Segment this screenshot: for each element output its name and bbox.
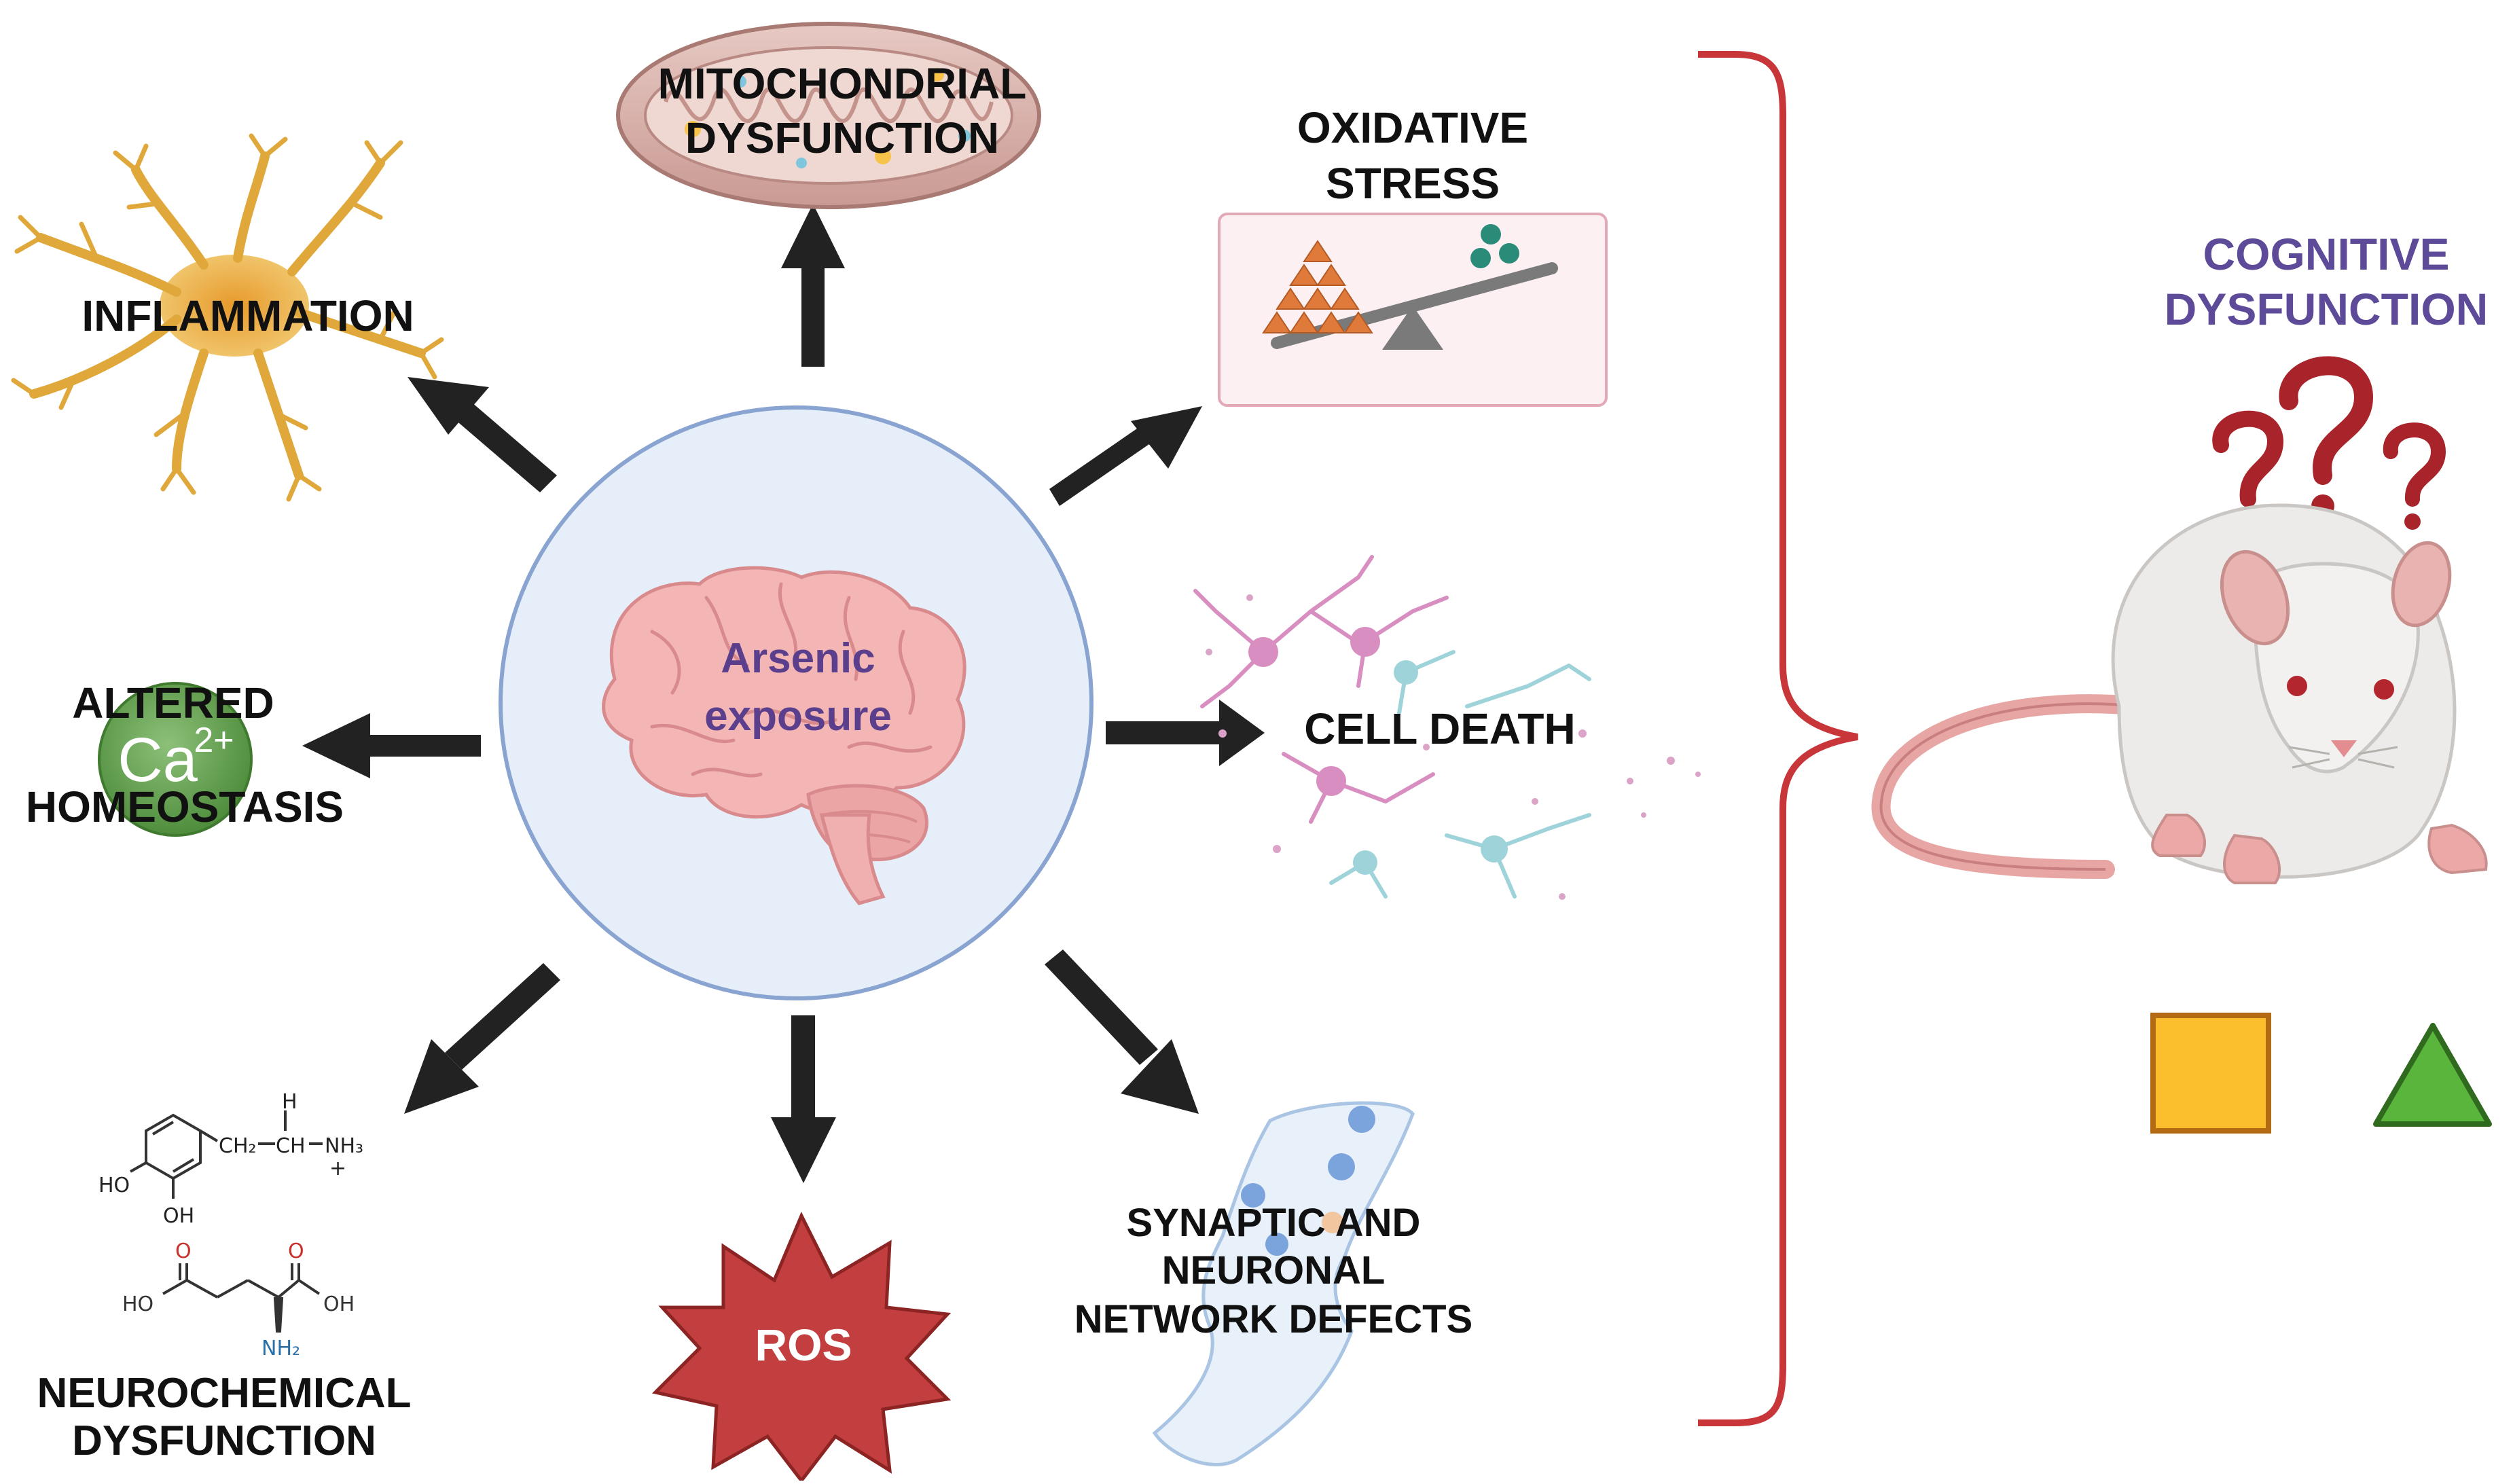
dopamine-oh: OH [163, 1204, 194, 1228]
dopamine-structure-icon [130, 1110, 323, 1199]
green-triangle-icon [2373, 1023, 2492, 1127]
arrow-to-inflammation [408, 377, 557, 492]
brain-icon [602, 566, 966, 905]
dopamine-plus: + [329, 1157, 346, 1180]
outcome-label-line2: DYSFUNCTION [2165, 284, 2489, 334]
synaptic-label-line3: NETWORK DEFECTS [1074, 1297, 1472, 1341]
glutamate-o1: O [175, 1239, 192, 1263]
calcium-label-line1: ALTERED [72, 678, 274, 727]
seesaw-icon [1218, 213, 1608, 407]
rat-icon [1871, 503, 2488, 884]
arrow-to-neurochemical [404, 963, 560, 1114]
calcium-label-line2: HOMEOSTASIS [26, 782, 344, 831]
synaptic-label-line1: SYNAPTIC AND [1127, 1201, 1421, 1245]
arrow-to-cell-death [1106, 700, 1265, 766]
neurochemical-label-line1: NEUROCHEMICAL [37, 1370, 411, 1417]
dopamine-ch2: CH₂ [219, 1134, 257, 1158]
dopamine-ho: HO [98, 1174, 130, 1197]
yellow-square-icon [2150, 1013, 2271, 1134]
oxidative-label-line1: OXIDATIVE [1297, 103, 1528, 152]
synapse-icon [1152, 1101, 1415, 1466]
mitochondria-icon [616, 22, 1041, 209]
arrows [302, 204, 1265, 1183]
calcium-ion-symbol: Ca [117, 725, 198, 795]
ros-label: ROS [755, 1320, 852, 1370]
inflammation-label: INFLAMMATION [82, 291, 414, 340]
grouping-brace [1698, 51, 1858, 1426]
glutamate-o2: O [288, 1239, 304, 1263]
question-marks-icon [2212, 356, 2446, 532]
astrocyte-icon [11, 133, 444, 502]
dopamine-nh3: NH₃ [325, 1134, 363, 1158]
arrow-to-oxidative [1049, 406, 1202, 506]
synaptic-label-line2: NEURONAL [1162, 1248, 1386, 1292]
dying-neurons-icon [1193, 555, 1701, 900]
arrow-to-calcium [302, 713, 481, 778]
center-node: Arsenic exposure [499, 405, 1093, 1000]
dopamine-h: H [282, 1090, 297, 1114]
arrow-to-synaptic [1045, 949, 1199, 1114]
dopamine-ch: CH [276, 1134, 306, 1158]
center-label-line1: Arsenic [721, 635, 875, 682]
calcium-ion-charge: 2+ [194, 721, 234, 760]
center-label-line2: exposure [704, 693, 892, 740]
calcium-ion-icon: Ca 2+ [98, 682, 253, 837]
glutamate-oh: OH [323, 1292, 355, 1316]
cell-death-label: CELL DEATH [1304, 704, 1575, 753]
glutamate-nh2: NH₂ [261, 1337, 300, 1360]
neurochemical-label-line2: DYSFUNCTION [72, 1417, 376, 1464]
mitochondrial-label-line2: DYSFUNCTION [685, 113, 999, 162]
glutamate-ho: HO [122, 1292, 153, 1316]
arrow-to-ros [771, 1015, 836, 1183]
oxidative-label-line2: STRESS [1326, 159, 1500, 208]
glutamate-structure-icon [162, 1263, 321, 1333]
arrow-to-mitochondrial [781, 204, 845, 367]
outcome-label-line1: COGNITIVE [2203, 229, 2449, 279]
mitochondrial-label-line1: MITOCHONDRIAL [658, 59, 1027, 108]
